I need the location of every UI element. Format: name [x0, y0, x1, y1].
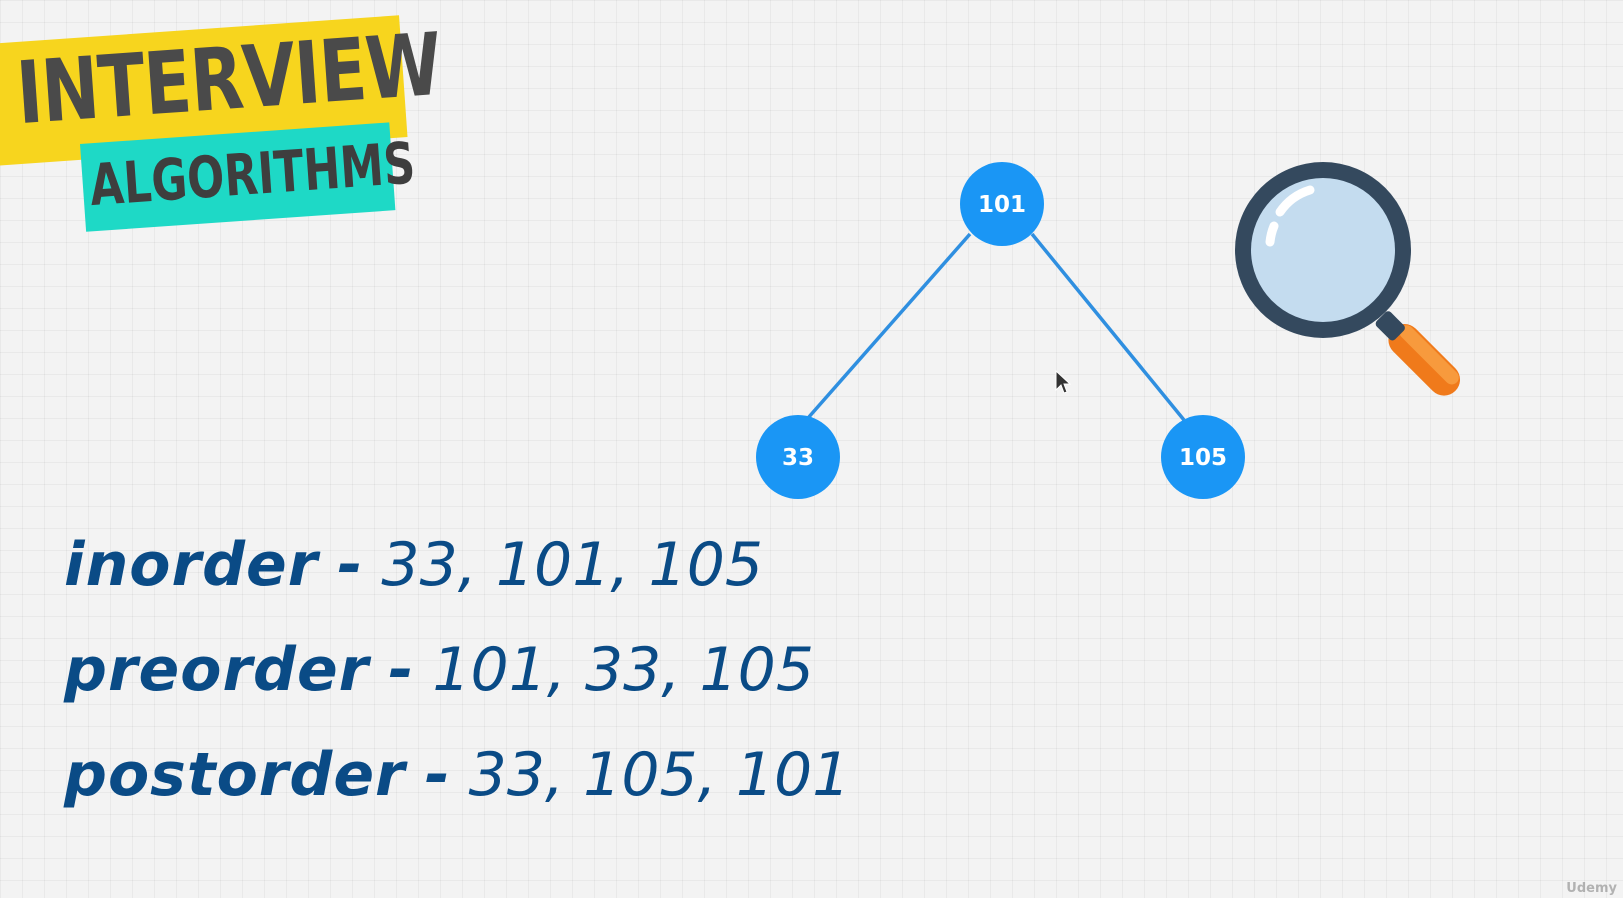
- udemy-watermark: Udemy: [1566, 881, 1617, 896]
- traversal-name: inorder: [64, 530, 319, 600]
- traversal-row-postorder: postorder - 33, 105, 101: [64, 745, 850, 850]
- traversal-sequence: 101, 33, 105: [432, 635, 815, 705]
- tree-node-left: 33: [756, 415, 840, 499]
- magnifying-glass-icon: [1235, 162, 1461, 396]
- tree-node-root-label: 101: [978, 192, 1026, 218]
- tree-node-right: 105: [1161, 415, 1245, 499]
- traversal-name: preorder: [64, 635, 370, 705]
- edge-root-right: [1030, 232, 1186, 422]
- traversal-row-inorder: inorder - 33, 101, 105: [64, 535, 850, 640]
- traversal-sequence: 33, 101, 105: [381, 530, 764, 600]
- traversal-row-preorder: preorder - 101, 33, 105: [64, 640, 850, 745]
- traversal-name: postorder: [64, 740, 406, 810]
- tree-node-root: 101: [960, 162, 1044, 246]
- tree-node-left-label: 33: [782, 445, 814, 471]
- edge-root-left: [806, 232, 972, 420]
- tree-node-right-label: 105: [1179, 445, 1227, 471]
- traversal-separator: -: [388, 635, 414, 705]
- traversal-separator: -: [337, 530, 363, 600]
- traversal-sequence: 33, 105, 101: [468, 740, 851, 810]
- mouse-cursor-icon: [1055, 370, 1071, 394]
- traversal-separator: -: [424, 740, 450, 810]
- traversal-list: inorder - 33, 101, 105 preorder - 101, 3…: [64, 535, 850, 850]
